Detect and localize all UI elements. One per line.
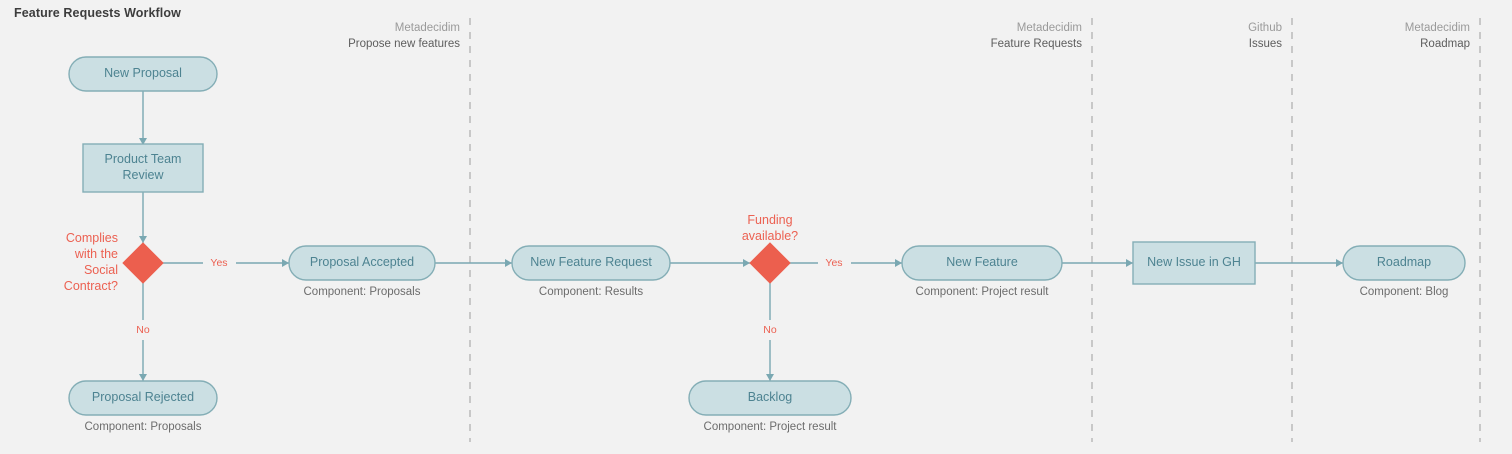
node-caption-proposal-accepted: Component: Proposals [304, 286, 421, 298]
node-shape-pill[interactable] [68, 56, 218, 92]
node-label-new-feature-request: New Feature Request [530, 255, 652, 269]
node-shape-pill[interactable] [288, 245, 436, 281]
node-label-proposal-rejected: Proposal Rejected [92, 390, 194, 404]
edge-label-funding-no: No [763, 324, 777, 336]
node-label-new-proposal: New Proposal [104, 66, 182, 80]
lane-space-label: Issues [1249, 38, 1282, 50]
node-new-proposal[interactable]: New Proposal [68, 56, 218, 92]
node-caption-new-feature: Component: Project result [916, 286, 1050, 298]
node-new-issue-gh[interactable]: New Issue in GH [1132, 241, 1256, 285]
node-caption-roadmap: Component: Blog [1360, 286, 1449, 298]
arrowhead-icon [895, 259, 902, 267]
node-label-roadmap: Roadmap [1377, 255, 1431, 269]
node-label-proposal-accepted: Proposal Accepted [310, 255, 414, 269]
node-label-new-feature: New Feature [946, 255, 1018, 269]
lane-org-label: Metadecidim [395, 22, 460, 34]
node-caption-backlog: Component: Project result [704, 421, 838, 433]
arrowhead-icon [766, 374, 774, 381]
arrowhead-icon [743, 259, 750, 267]
node-shape-rect[interactable] [82, 143, 204, 193]
arrowhead-icon [139, 374, 147, 381]
node-shape-pill[interactable] [68, 380, 218, 416]
edge-label-social-contract-yes: Yes [210, 257, 227, 269]
lane-space-label: Roadmap [1420, 38, 1470, 50]
page-title: Feature Requests Workflow [14, 6, 181, 20]
node-label-new-issue-gh: New Issue in GH [1147, 255, 1241, 269]
arrowhead-icon [1126, 259, 1133, 267]
node-shape-pill[interactable] [688, 380, 852, 416]
node-caption-new-feature-request: Component: Results [539, 286, 643, 298]
node-shape-pill[interactable] [511, 245, 671, 281]
decision-diamond-icon[interactable] [749, 242, 791, 284]
arrowhead-icon [505, 259, 512, 267]
node-shape-pill[interactable] [1342, 245, 1466, 281]
arrowhead-icon [139, 236, 147, 243]
node-shape-rect[interactable] [1132, 241, 1256, 285]
lane-divider-group [469, 18, 1481, 442]
arrowhead-icon [282, 259, 289, 267]
lane-org-label: Metadecidim [1017, 22, 1082, 34]
lane-space-label: Feature Requests [991, 38, 1083, 50]
node-label-backlog: Backlog [748, 390, 793, 404]
lane-org-label: Github [1248, 22, 1282, 34]
edge-label-funding-yes: Yes [825, 257, 842, 269]
arrowhead-icon [1336, 259, 1343, 267]
edge-label-social-contract-no: No [136, 324, 150, 336]
decision-diamond-icon[interactable] [122, 242, 164, 284]
lane-space-label: Propose new features [348, 38, 460, 50]
arrowhead-icon [139, 138, 147, 145]
node-shape-pill[interactable] [901, 245, 1063, 281]
node-caption-proposal-rejected: Component: Proposals [85, 421, 202, 433]
lane-org-label: Metadecidim [1405, 22, 1470, 34]
